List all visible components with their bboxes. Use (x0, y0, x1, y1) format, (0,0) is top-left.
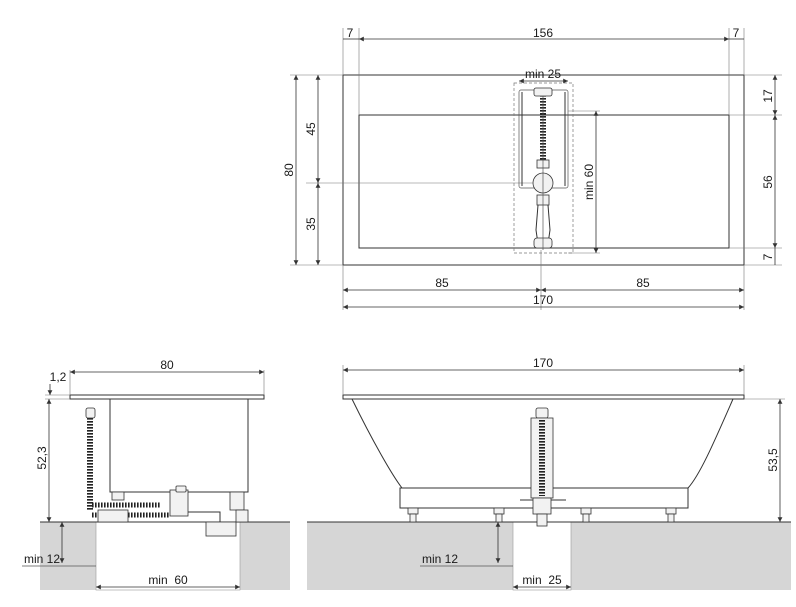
dim-lower-35-label: 35 (304, 217, 318, 231)
dim-right-top-label: 17 (761, 89, 775, 103)
dim-total-length-front-label: 170 (533, 356, 553, 370)
dim-half-right-label: 85 (636, 276, 650, 290)
dim-pit-depth-side-label: min 12 (24, 552, 60, 566)
dim-width-80-label: 80 (282, 163, 296, 177)
dim-total-length-label: 170 (533, 293, 553, 307)
dim-rim-left-label: 7 (347, 26, 354, 40)
dim-min-60-label: min 60 (582, 164, 596, 200)
front-view: 170 53,5 min 12 min 25 (307, 356, 791, 591)
tub-body-side (109, 399, 249, 493)
dim-height-front-label: 53,5 (766, 448, 780, 472)
dim-width-80-side-label: 80 (160, 358, 174, 372)
dim-height-side-label: 52,3 (35, 446, 49, 470)
dim-upper-45-label: 45 (304, 122, 318, 136)
faucet-riser-front (520, 407, 566, 527)
dim-right-inner-label: 56 (761, 175, 775, 189)
tub-outer-rim (342, 74, 745, 266)
faucet-assembly-top (513, 82, 574, 254)
top-view: 7 156 7 17 56 7 80 45 35 (282, 26, 782, 310)
dim-half-left-label: 85 (435, 276, 449, 290)
dim-right-bottom-label: 7 (761, 253, 775, 260)
dim-pit-width-front-label: min 25 (522, 573, 562, 587)
dim-rim-thickness-label: 1,2 (50, 370, 67, 384)
dim-rim-right-label: 7 (733, 26, 740, 40)
dim-min-25-label: min 25 (525, 67, 561, 81)
dim-pit-depth-front-label: min 12 (422, 552, 458, 566)
support-feet (407, 507, 677, 523)
tub-rim-side (69, 394, 265, 400)
dim-pit-width-side-label: min 60 (148, 573, 188, 587)
install-pit-right (512, 521, 572, 591)
dim-inner-length-label: 156 (533, 26, 553, 40)
side-view: 1,2 80 52,3 min 12 min 60 (22, 358, 290, 591)
tub-rim-front (342, 394, 745, 400)
